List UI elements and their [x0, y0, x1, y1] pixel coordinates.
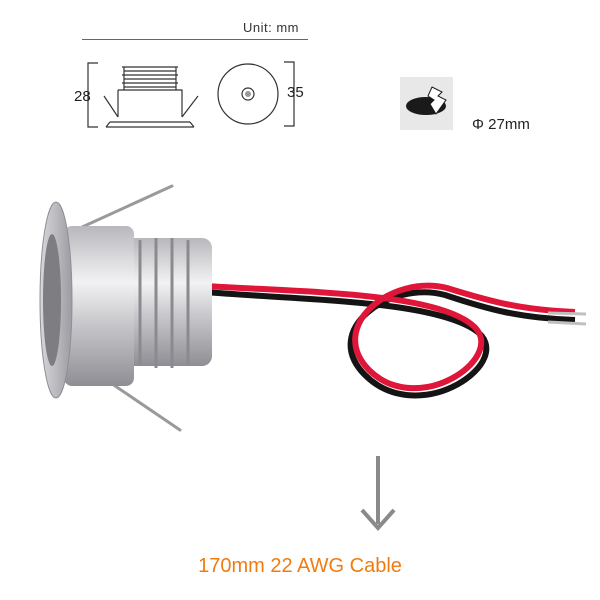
- side-view-drawing-icon: [87, 62, 199, 128]
- cutout-size-label: Φ 27mm: [472, 116, 530, 133]
- diameter-dimension-label: 35: [287, 84, 304, 101]
- front-view-drawing-icon: [217, 61, 295, 127]
- unit-label: Unit: mm: [243, 20, 299, 35]
- unit-underline: [82, 39, 308, 40]
- height-dimension-label: 28: [74, 88, 91, 105]
- cutout-hole-icon: [400, 77, 453, 130]
- product-photo: [39, 184, 587, 432]
- cable-caption: 170mm 22 AWG Cable: [198, 555, 402, 577]
- down-arrow-icon: [360, 456, 396, 532]
